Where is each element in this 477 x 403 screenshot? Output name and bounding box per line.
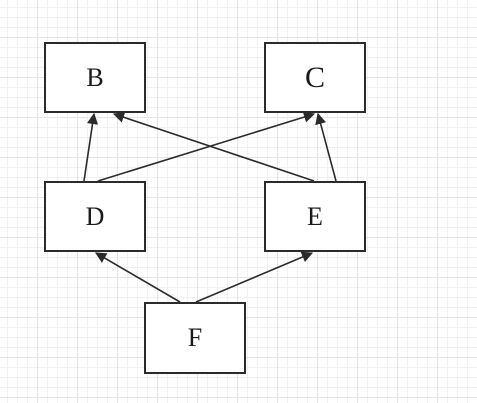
edge-d-to-c bbox=[97, 111, 316, 182]
node-e-label: E bbox=[307, 201, 323, 231]
node-f: F bbox=[144, 302, 246, 374]
node-c: C bbox=[264, 42, 366, 113]
node-d: D bbox=[44, 181, 146, 252]
node-e: E bbox=[264, 181, 366, 252]
node-b: B bbox=[44, 42, 146, 113]
edge-d-to-b bbox=[83, 112, 99, 182]
edge-e-to-c bbox=[315, 112, 337, 182]
node-d-label: D bbox=[85, 201, 105, 231]
node-f-label: F bbox=[187, 323, 203, 352]
node-c-label: C bbox=[304, 60, 325, 94]
edge-f-to-d bbox=[95, 252, 181, 303]
edge-e-to-b bbox=[112, 111, 315, 182]
edge-f-to-e bbox=[195, 251, 314, 303]
node-b-label: B bbox=[86, 62, 104, 92]
